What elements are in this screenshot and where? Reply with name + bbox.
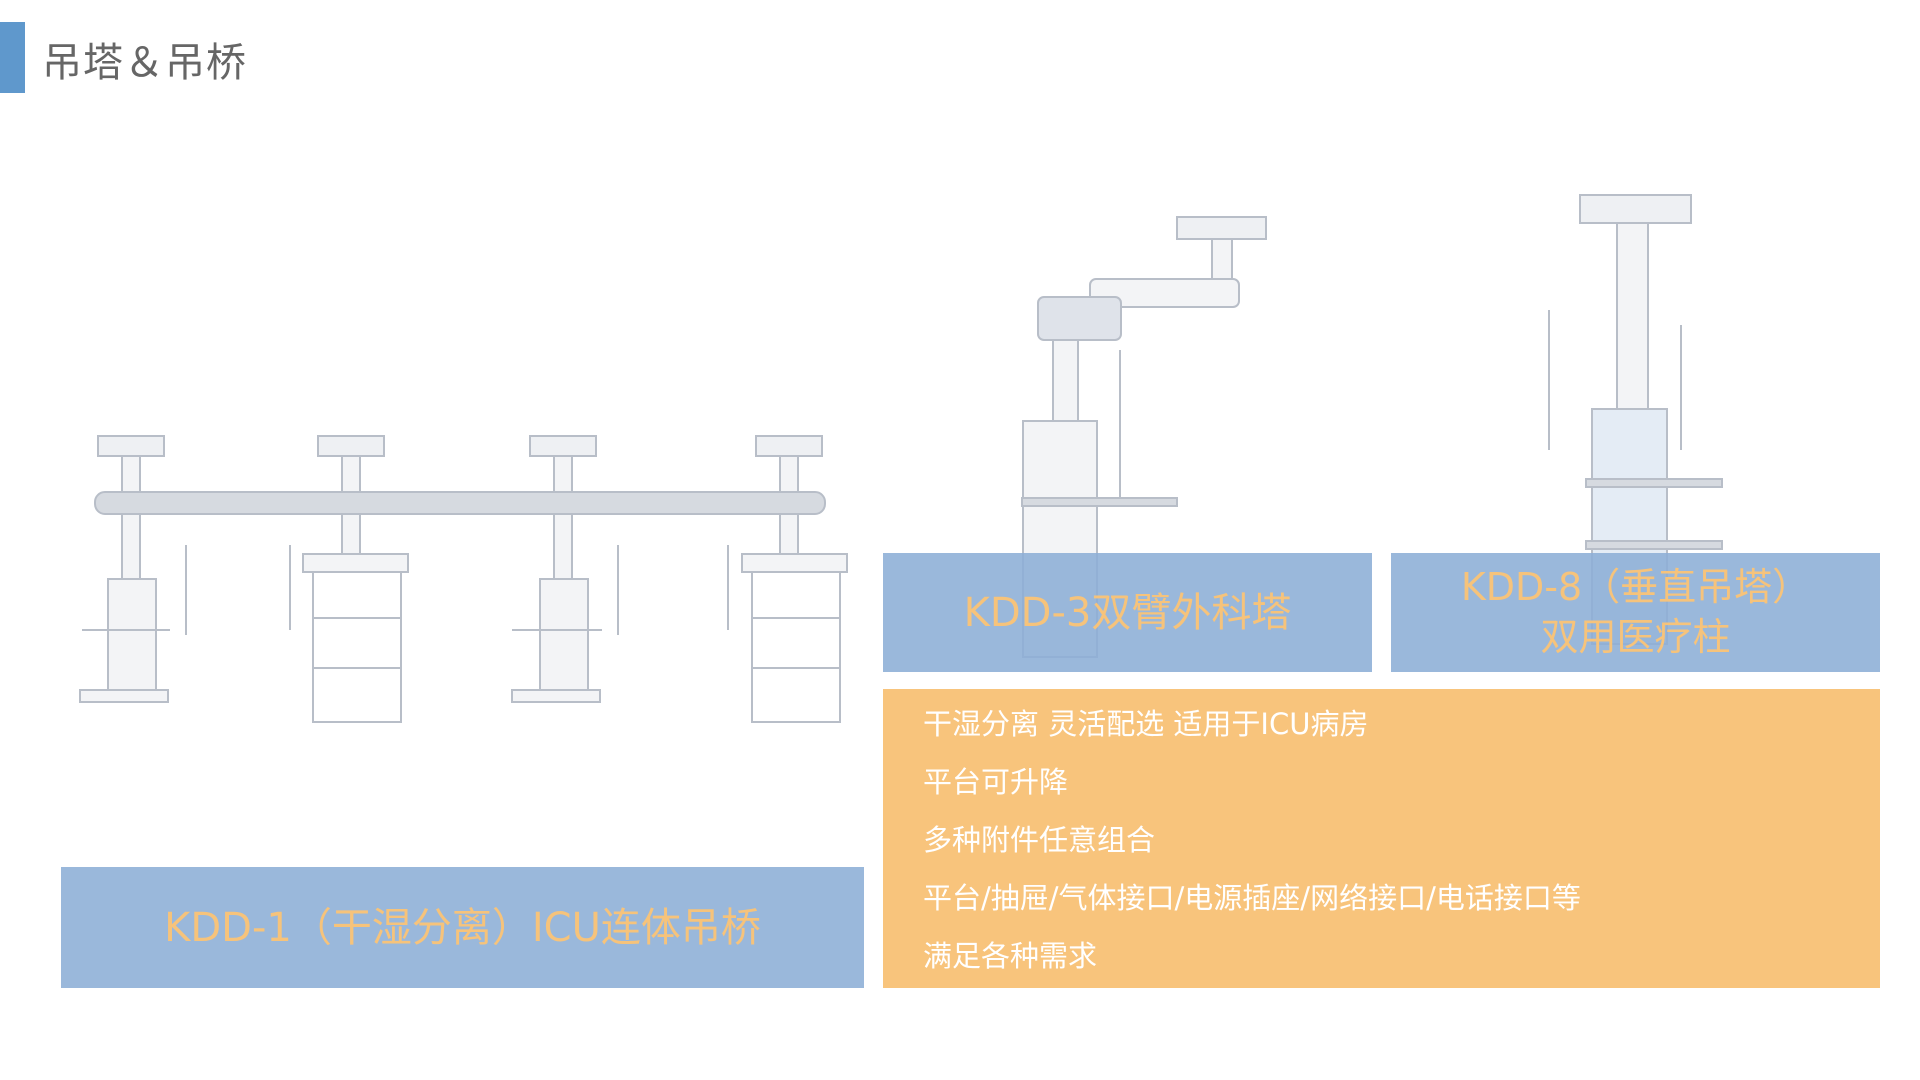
feature-item: 平台/抽屉/气体接口/电源插座/网络接口/电话接口等 xyxy=(923,881,1581,915)
feature-item: 多种附件任意组合 xyxy=(923,823,1156,857)
title-accent-bar xyxy=(0,22,25,93)
tower-units xyxy=(79,513,619,703)
product-label-kdd-1: KDD-1（干湿分离）ICU连体吊桥 xyxy=(61,867,864,988)
product-label-line-2: 双用医疗柱 xyxy=(1540,614,1731,659)
product-label-line-1: KDD-8（垂直吊塔） xyxy=(1460,565,1811,610)
product-label-kdd-8: KDD-8（垂直吊塔） 双用医疗柱 xyxy=(1391,553,1880,672)
feature-item: 平台可升降 xyxy=(923,765,1069,799)
feature-item: 满足各种需求 xyxy=(923,939,1098,973)
product-label-text: KDD-3双臂外科塔 xyxy=(963,589,1292,636)
feature-list: 干湿分离 灵活配选 适用于ICU病房 平台可升降 多种附件任意组合 平台/抽屉/… xyxy=(883,689,1880,988)
shelf-units xyxy=(289,513,848,723)
ceiling-mounts xyxy=(97,435,823,493)
product-label-text: KDD-1（干湿分离）ICU连体吊桥 xyxy=(164,904,761,951)
icu-bridge-image xyxy=(79,435,848,723)
page-title: 吊塔＆吊桥 xyxy=(42,40,247,86)
product-label-kdd-3: KDD-3双臂外科塔 xyxy=(883,553,1372,672)
feature-item: 干湿分离 灵活配选 适用于ICU病房 xyxy=(923,707,1369,741)
